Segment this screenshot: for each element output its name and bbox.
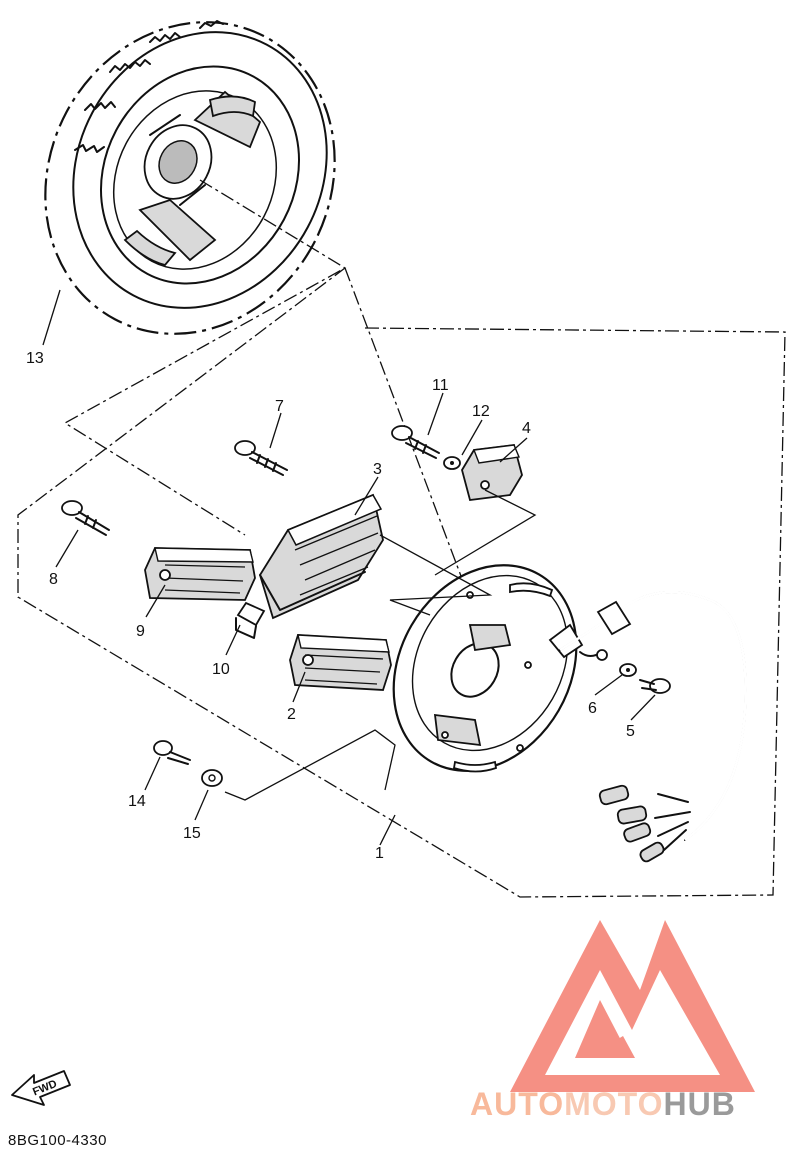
callout-7: 7 xyxy=(275,398,284,415)
brand-part-hub: HUB xyxy=(663,1086,736,1122)
callout-14: 14 xyxy=(128,793,146,810)
callout-6: 6 xyxy=(588,700,597,717)
stator-base-plate xyxy=(392,564,584,773)
callout-2: 2 xyxy=(287,706,296,723)
pickup-coil xyxy=(461,444,523,501)
callout-9: 9 xyxy=(136,623,145,640)
leader-lines xyxy=(42,289,656,846)
washer-6 xyxy=(619,663,637,677)
charging-coil-left xyxy=(144,547,256,601)
brand-part-moto: MOTO xyxy=(564,1086,664,1122)
callout-15: 15 xyxy=(183,825,201,842)
callout-4: 4 xyxy=(522,420,531,437)
wire-harness xyxy=(559,590,747,863)
callout-1: 1 xyxy=(375,845,384,862)
screw-8 xyxy=(61,500,110,536)
screw-7 xyxy=(234,440,288,476)
collar xyxy=(235,601,266,639)
washer-12 xyxy=(443,456,461,470)
screw-5 xyxy=(639,678,671,694)
callout-5: 5 xyxy=(626,723,635,740)
washer-15 xyxy=(201,769,223,787)
callout-13: 13 xyxy=(26,350,44,367)
screw-14 xyxy=(153,740,191,765)
automotohub-watermark-text: AUTOMOTOHUB xyxy=(470,1086,736,1123)
coil-assembly xyxy=(259,493,384,620)
automotohub-logo-mark xyxy=(510,920,755,1092)
callout-11: 11 xyxy=(432,377,449,394)
callout-12: 12 xyxy=(472,403,490,420)
diagram-code: 8BG100-4330 xyxy=(8,1132,107,1149)
callout-10: 10 xyxy=(212,661,230,678)
callout-8: 8 xyxy=(49,571,58,588)
screw-11 xyxy=(391,425,440,459)
forward-direction-arrow: FWD xyxy=(11,1070,71,1106)
callout-3: 3 xyxy=(373,461,382,478)
charging-coil-right xyxy=(289,634,392,691)
brand-part-auto: AUTO xyxy=(470,1086,565,1122)
callout-labels: 1 2 3 4 5 6 7 8 9 10 11 12 13 14 15 xyxy=(26,350,635,862)
flywheel-rotor xyxy=(44,20,336,335)
